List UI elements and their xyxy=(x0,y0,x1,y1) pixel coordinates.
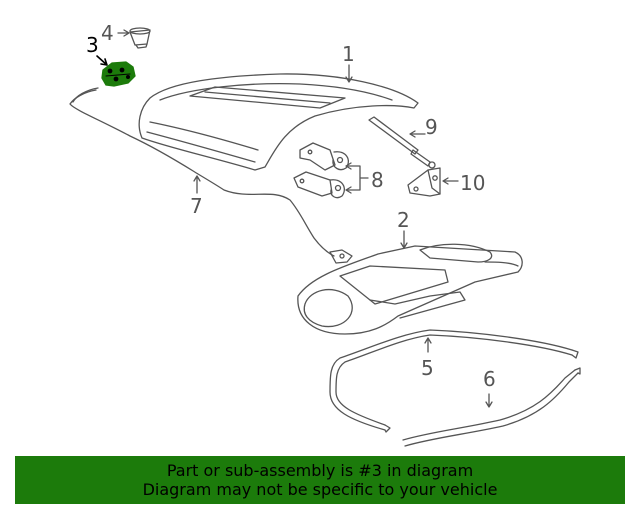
part-1-hood[interactable] xyxy=(138,73,419,171)
leader-4 xyxy=(117,29,130,37)
part-3-hood-latch[interactable] xyxy=(101,61,136,87)
callout-9[interactable]: 9 xyxy=(425,115,438,139)
leader-5 xyxy=(424,337,432,353)
banner-line-1: Part or sub-assembly is #3 in diagram xyxy=(166,461,474,480)
callout-8[interactable]: 8 xyxy=(371,168,384,192)
leader-9 xyxy=(409,130,426,138)
info-banner: Part or sub-assembly is #3 in diagram Di… xyxy=(15,456,625,504)
part-4-bumper[interactable] xyxy=(129,27,151,49)
leader-10 xyxy=(442,177,459,185)
callout-10[interactable]: 10 xyxy=(460,171,486,195)
callout-2[interactable]: 2 xyxy=(397,208,410,232)
leader-7 xyxy=(193,175,201,194)
leader-8 xyxy=(345,162,369,194)
part-7-release-cable[interactable] xyxy=(69,87,353,264)
banner-line-2: Diagram may not be specific to your vehi… xyxy=(142,480,498,499)
callout-1[interactable]: 1 xyxy=(342,42,355,66)
callout-4[interactable]: 4 xyxy=(101,21,114,45)
callout-7[interactable]: 7 xyxy=(190,194,203,218)
leader-2 xyxy=(400,230,408,249)
part-5-seal[interactable] xyxy=(329,329,579,433)
callout-5[interactable]: 5 xyxy=(421,356,434,380)
part-10-bracket[interactable] xyxy=(407,167,441,197)
parts-diagram xyxy=(69,27,581,447)
callout-6[interactable]: 6 xyxy=(483,367,496,391)
leader-3 xyxy=(96,55,108,66)
part-9-strut[interactable] xyxy=(368,116,436,169)
part-8-hinges[interactable] xyxy=(293,142,349,199)
leader-1 xyxy=(345,64,353,83)
part-2-insulator[interactable] xyxy=(297,243,523,335)
leader-6 xyxy=(485,393,493,408)
part-6-rear-seal[interactable] xyxy=(402,367,581,447)
callout-3[interactable]: 3 xyxy=(86,33,99,57)
